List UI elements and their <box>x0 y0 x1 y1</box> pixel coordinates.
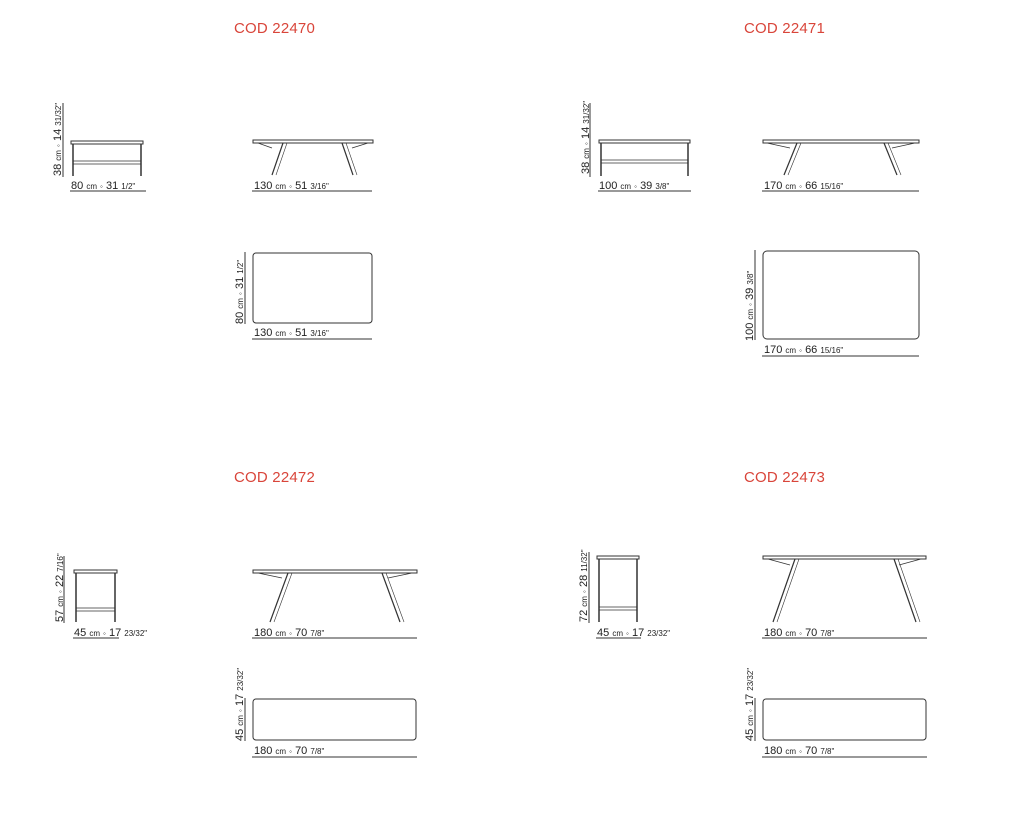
product-code: COD 22470 <box>234 20 316 37</box>
product-code: COD 22473 <box>744 469 826 486</box>
side-width-dimension: 100 cm ◦ 39 3/8" <box>599 180 670 192</box>
product-code: COD 22471 <box>744 20 826 37</box>
side-view-drawing <box>73 569 118 622</box>
front-width-dimension: 130 cm ◦ 51 3/16" <box>254 180 329 192</box>
top-view-drawing <box>252 698 417 741</box>
side-width-dimension: 80 cm ◦ 31 1/2" <box>71 180 136 192</box>
top-width-dimension: 130 cm ◦ 51 3/16" <box>254 327 329 339</box>
front-view-drawing <box>762 139 920 176</box>
top-view-drawing <box>762 698 927 741</box>
front-width-dimension: 170 cm ◦ 66 15/16" <box>764 180 844 192</box>
side-view-drawing <box>70 140 144 176</box>
top-width-dimension: 180 cm ◦ 70 7/8" <box>254 745 325 757</box>
front-view-drawing <box>252 569 418 623</box>
side-width-dimension: 45 cm ◦ 17 23/32" <box>74 627 148 639</box>
side-view-drawing <box>598 139 691 176</box>
side-width-dimension: 45 cm ◦ 17 23/32" <box>597 627 671 639</box>
top-width-dimension: 170 cm ◦ 66 15/16" <box>764 344 844 356</box>
front-view-drawing <box>252 139 374 176</box>
top-view-drawing <box>762 250 920 340</box>
product-code: COD 22472 <box>234 469 316 486</box>
front-width-dimension: 180 cm ◦ 70 7/8" <box>764 627 835 639</box>
side-view-drawing <box>596 555 640 622</box>
side-height-dimension: 72 cm ◦ 28 11/32" <box>578 549 590 622</box>
top-view-drawing <box>252 252 373 324</box>
front-width-dimension: 180 cm ◦ 70 7/8" <box>254 627 325 639</box>
top-width-dimension: 180 cm ◦ 70 7/8" <box>764 745 835 757</box>
front-view-drawing <box>762 555 927 623</box>
top-height-dimension: 45 cm ◦ 17 23/32" <box>744 667 756 741</box>
